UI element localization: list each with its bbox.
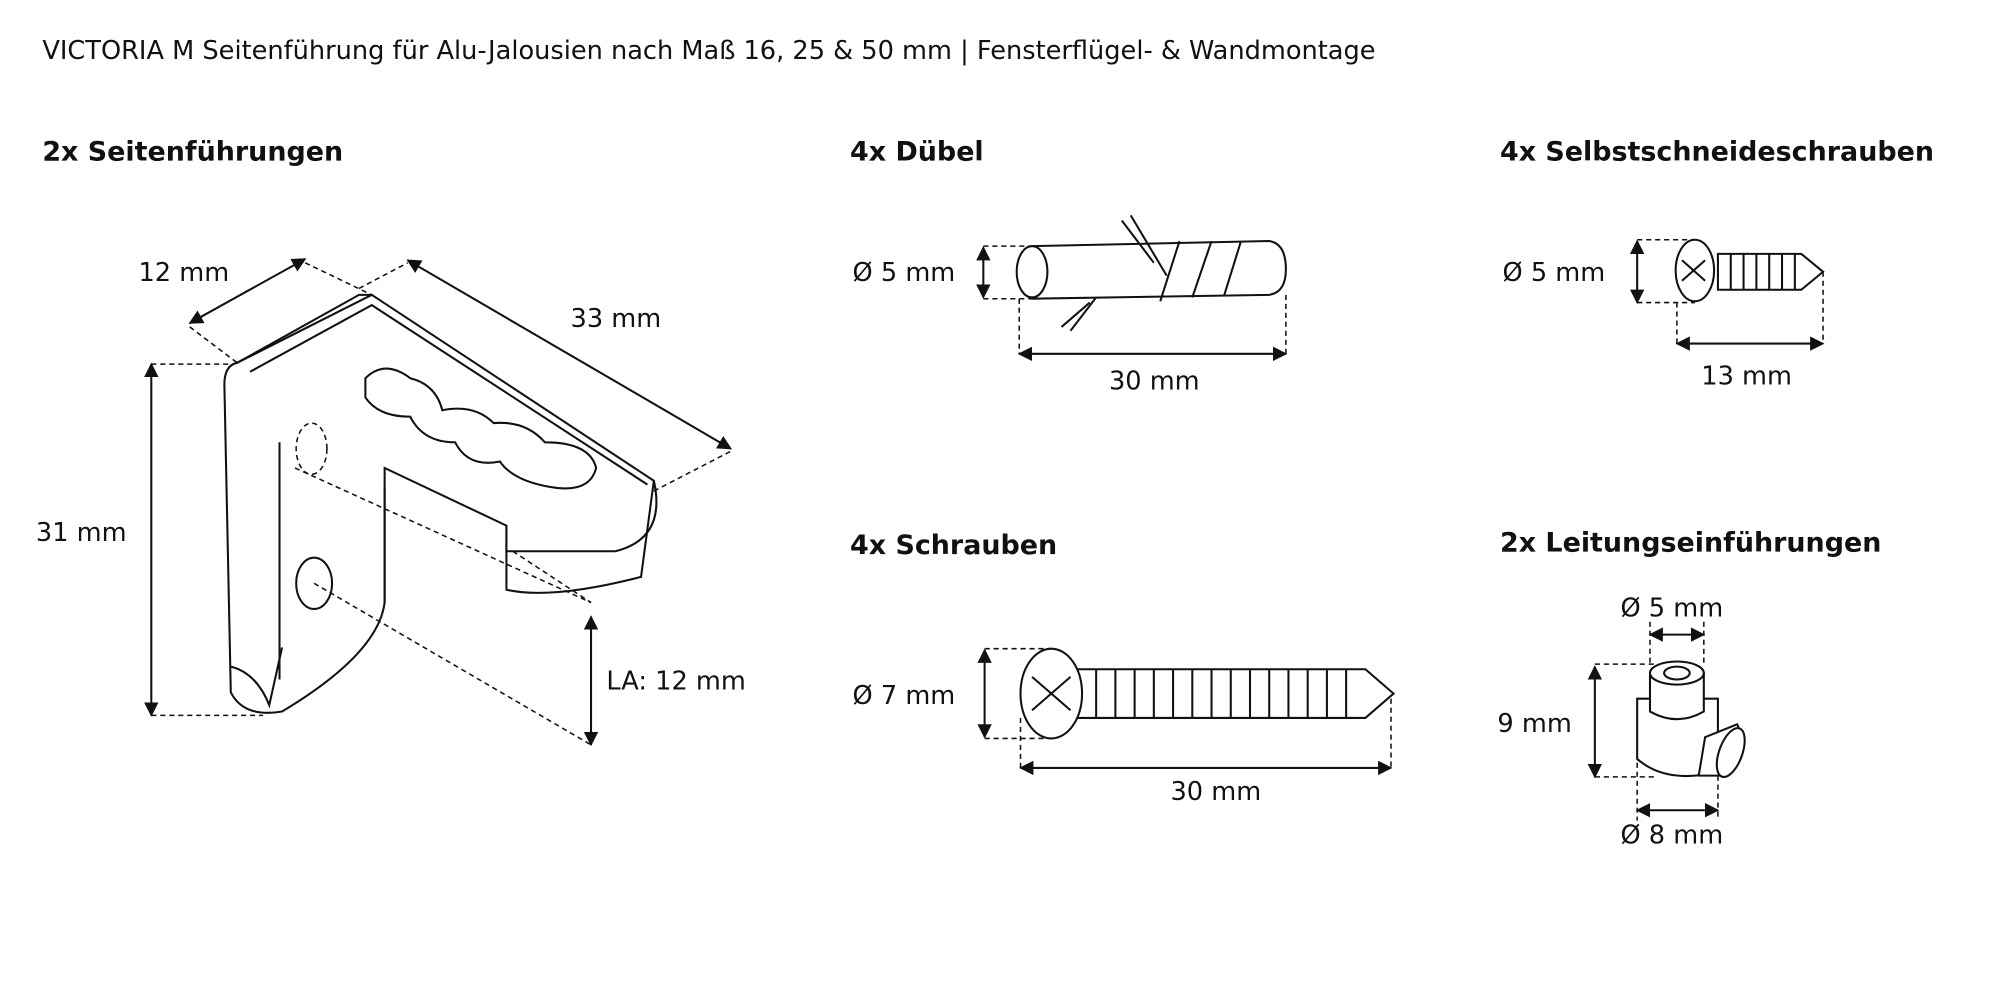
guide-height-label: 31 mm (36, 518, 127, 548)
screw-diameter-label: Ø 7 mm (853, 681, 956, 711)
tapping-screw-drawing (1674, 238, 1825, 303)
dowel-length-label: 30 mm (1109, 367, 1200, 397)
tapping-screw-heading: 4x Selbstschneideschrauben (1500, 136, 1934, 167)
guide-la-label: LA: 12 mm (606, 667, 745, 697)
cable-entry-bottom-diameter-label: Ø 8 mm (1620, 821, 1723, 851)
screw-heading: 4x Schrauben (850, 530, 1057, 561)
tapping-screw-length-label: 13 mm (1701, 362, 1792, 392)
side-guide-drawing (223, 293, 658, 714)
screw-drawing (1019, 647, 1396, 740)
guide-heading: 2x Seitenführungen (42, 136, 343, 167)
cable-entry-heading: 2x Leitungseinführungen (1500, 527, 1881, 558)
dowel-diameter-label: Ø 5 mm (853, 258, 956, 288)
dowel-heading: 4x Dübel (850, 136, 984, 167)
page-title: VICTORIA M Seitenführung für Alu-Jalousi… (42, 36, 1375, 66)
dowel-drawing (1015, 214, 1287, 332)
cable-entry-height-label: 9 mm (1497, 709, 1571, 739)
guide-dimension-lines (144, 258, 733, 747)
cable-entry-top-diameter-label: Ø 5 mm (1620, 594, 1723, 624)
guide-length-label: 33 mm (571, 304, 662, 334)
tapping-screw-diameter-label: Ø 5 mm (1503, 258, 1606, 288)
screw-length-label: 30 mm (1171, 777, 1262, 807)
guide-width-label: 12 mm (138, 258, 229, 288)
cable-entry-drawing (1636, 660, 1746, 778)
